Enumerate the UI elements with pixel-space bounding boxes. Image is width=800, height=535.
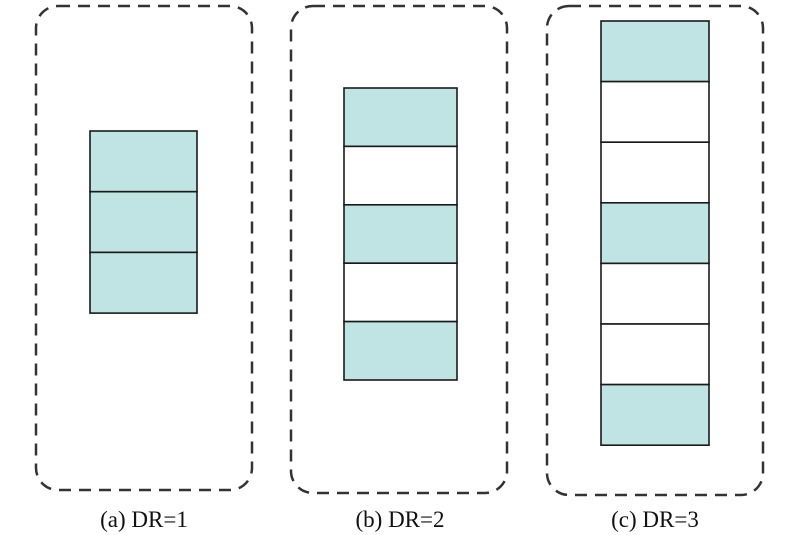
dashed-boundary: [545, 4, 765, 497]
kernel-cell-gap: [600, 141, 710, 204]
dashed-boundary: [289, 4, 509, 495]
kernel-cell-active: [89, 190, 198, 254]
panel-label: (a) DR=1: [100, 507, 188, 532]
kernel-cell-active: [89, 251, 198, 314]
kernel-cell-gap: [600, 80, 710, 143]
kernel-cell-active: [343, 204, 458, 265]
kernel-cell-gap: [343, 262, 458, 323]
kernel-cell-gap: [343, 145, 458, 206]
panel-dr-3: (c) DR=3: [545, 4, 765, 532]
panel-label: (c) DR=3: [611, 507, 699, 532]
kernel-cell-active: [343, 87, 458, 148]
kernel-cell-active: [343, 320, 458, 381]
panel-dr-2: (b) DR=2: [289, 4, 509, 532]
kernel-cell-active: [89, 130, 198, 193]
kernel-cell-active: [600, 202, 710, 265]
panel-label: (b) DR=2: [356, 507, 445, 532]
kernel-cell-gap: [600, 262, 710, 325]
kernel-cell-active: [600, 20, 710, 83]
panel-dr-1: (a) DR=1: [34, 4, 254, 532]
kernel-cell-active: [600, 383, 710, 447]
dashed-boundary: [34, 4, 254, 492]
kernel-cell-gap: [600, 323, 710, 386]
